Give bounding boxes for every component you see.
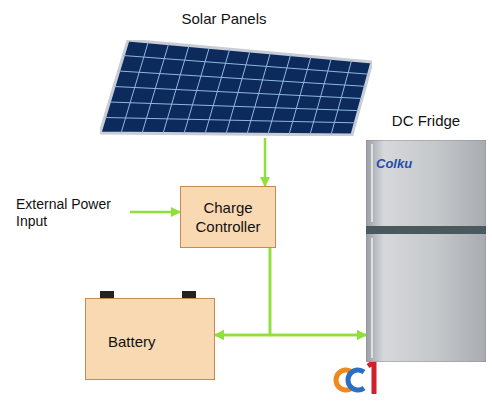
fridge-graphic (366, 140, 486, 362)
input-label-node: External Power Input (16, 196, 124, 230)
cell-line (123, 56, 368, 75)
battery-box: Battery (85, 298, 215, 380)
panel-heading: Solar Panels (181, 10, 266, 27)
solar-panel: Solar Panels (100, 40, 372, 136)
power-arrow (270, 248, 366, 335)
battery-terminal (100, 291, 114, 298)
controller-box: Charge Controller (180, 186, 276, 248)
cell-line (114, 87, 362, 99)
battery-label: Battery (108, 333, 156, 350)
panel-frame (100, 40, 372, 135)
fridge-body (366, 140, 486, 362)
cell-line (105, 118, 356, 123)
watermark-logo (336, 362, 374, 394)
power-arrow (130, 211, 180, 214)
brand-logo: Colku (376, 156, 412, 171)
fridge: DC FridgeColku (366, 140, 486, 362)
cell-line (119, 71, 366, 86)
panel-graphic (100, 40, 372, 136)
power-arrow (215, 334, 366, 337)
cell-line (109, 102, 358, 111)
door-gap (366, 226, 486, 234)
controller-label: Charge Controller (188, 198, 268, 236)
power-arrow (215, 248, 270, 335)
logo-stroke (368, 362, 374, 394)
door-edge (371, 144, 373, 222)
input-label: External Power Input (16, 196, 124, 230)
power-arrow (264, 138, 267, 186)
logo-arc (348, 370, 364, 390)
battery-terminal (182, 291, 196, 298)
fridge-heading: DC Fridge (392, 112, 460, 129)
door-edge (371, 238, 373, 358)
